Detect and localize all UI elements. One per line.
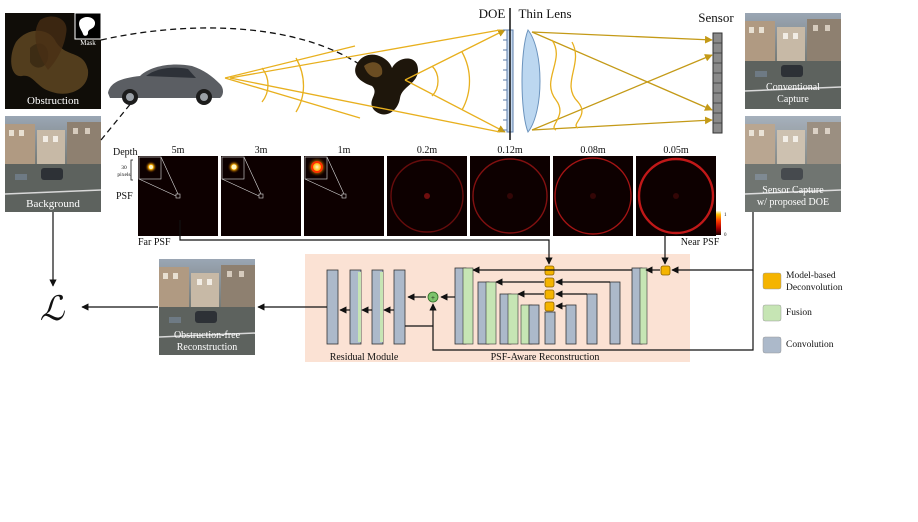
psf-colorbar: 1 0 <box>716 211 727 238</box>
sensor-capture-label-line2: w/ proposed DOE <box>757 197 829 208</box>
legend-swatch <box>762 272 782 290</box>
reconstruction-label-line2: Reconstruction <box>177 342 238 353</box>
mask-label: Mask <box>80 39 96 47</box>
legend-label: Deconvolution <box>786 283 843 293</box>
doe-element: DOE <box>479 6 514 140</box>
psf-depth-label: 0.2m <box>417 145 438 156</box>
svg-text:+: + <box>431 294 435 302</box>
near-psf-label: Near PSF <box>681 237 720 248</box>
conventional-label-line2: Capture <box>777 94 809 105</box>
depth-label: Depth <box>113 147 137 158</box>
doe-label: DOE <box>479 6 506 21</box>
psf-aware-unet: PSF-Aware Reconstruction <box>454 267 648 363</box>
legend-item-2: Fusion <box>762 304 812 322</box>
legend-swatch <box>762 304 782 322</box>
psf-depth-label: 3m <box>255 145 268 156</box>
psf-aware-label: PSF-Aware Reconstruction <box>491 352 600 363</box>
reconstruction-label-line1: Obstruction-free <box>174 330 241 341</box>
background-to-car-dashed-line <box>100 101 133 141</box>
psf-depth-label: 0.05m <box>663 145 689 156</box>
background-thumbnail: Background <box>5 116 101 212</box>
legend-swatch <box>762 336 782 354</box>
legend-label: Fusion <box>786 308 812 318</box>
sum-node: + <box>427 291 439 303</box>
psf-depth-label: 5m <box>172 145 185 156</box>
psf-tile-6: 0.08m <box>553 145 633 236</box>
psf-tile-1: 5m <box>138 145 218 236</box>
psf-tile-5: 0.12m <box>470 145 550 236</box>
sensor-capture-label-line1: Sensor Capture <box>762 185 824 196</box>
psf-depth-label: 0.08m <box>580 145 606 156</box>
psf-depth-label: 0.12m <box>497 145 523 156</box>
scale-label-line2: pixels <box>117 172 130 178</box>
obstruction-label: Obstruction <box>27 95 79 107</box>
reconstruction-thumbnail: Obstruction-free Reconstruction <box>159 259 255 355</box>
psf-tile-2: 3m <box>221 145 301 236</box>
background-label: Background <box>26 198 80 210</box>
legend-item-3: Convolution <box>762 336 834 354</box>
psf-label: PSF <box>116 191 133 202</box>
thin-lens: Thin Lens <box>518 6 572 133</box>
colorbar-max-label: 1 <box>724 213 727 218</box>
psf-depth-label: 1m <box>338 145 351 156</box>
psf-tile-4: 0.2m <box>387 145 467 236</box>
ray-cone-right <box>229 29 506 133</box>
psf-tile-7: 0.05m <box>636 145 716 236</box>
obstruction-blob <box>355 54 418 115</box>
ray-to-sensor <box>531 31 713 131</box>
mask-to-obstruction-dashed-line <box>100 27 366 69</box>
psf-tile-3: 1m <box>304 145 384 236</box>
ray-cone-left <box>224 45 361 119</box>
legend-label: Convolution <box>786 340 834 350</box>
scale-label-line1: 30 <box>121 165 127 171</box>
scale-bracket <box>130 159 133 181</box>
network-connections <box>49 212 754 351</box>
legend-label: Model-based <box>786 271 836 281</box>
network-panel <box>305 254 690 362</box>
colorbar-min-label: 0 <box>724 233 727 238</box>
sensor-capture-thumbnail: Sensor Capture w/ proposed DOE <box>745 116 841 212</box>
legend: Model-basedDeconvolutionFusionConvolutio… <box>762 271 843 354</box>
car-icon <box>108 64 223 105</box>
psf-row: 5m 3m 1m 0.2m 0.12m 0.08m 0.05m <box>138 145 716 236</box>
sensor-array: Sensor <box>698 10 734 134</box>
lens-label: Thin Lens <box>518 6 571 21</box>
conventional-label-line1: Conventional <box>766 82 820 93</box>
residual-module: Residual Module <box>326 269 406 363</box>
conventional-capture-thumbnail: Conventional Capture <box>35 13 841 109</box>
far-psf-label: Far PSF <box>138 237 171 248</box>
residual-module-label: Residual Module <box>330 352 399 363</box>
sensor-label: Sensor <box>698 10 734 25</box>
loss-symbol: ℒ <box>40 291 66 328</box>
network-panel-background <box>305 254 690 362</box>
